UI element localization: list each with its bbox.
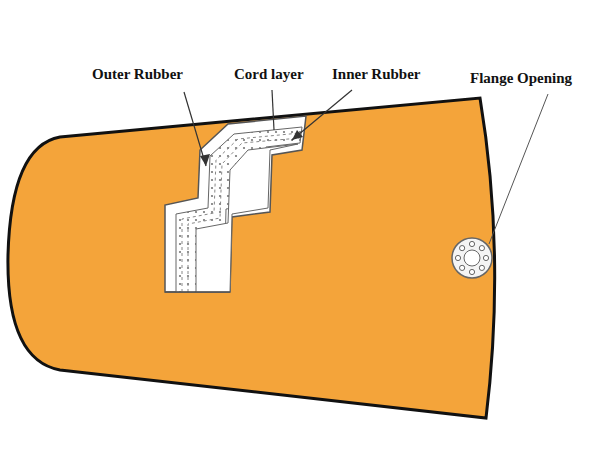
bolt-hole [460, 265, 465, 270]
cord-line [188, 138, 300, 292]
outer-rubber-layer [165, 116, 306, 292]
leader-line [184, 92, 206, 166]
leader-arrow [200, 154, 210, 166]
bolt-hole [479, 246, 484, 251]
cord-line [182, 133, 300, 292]
leader-arrow [292, 130, 303, 140]
bolt-hole [469, 241, 474, 246]
flange-opening [452, 238, 492, 278]
bolt-hole [483, 255, 488, 260]
bolt-hole [455, 255, 460, 260]
part-label: Outer Rubber [92, 66, 183, 83]
flange-bolts [455, 241, 488, 274]
part-label: Flange Opening [470, 70, 572, 87]
leader-line [489, 94, 548, 244]
fender-body [8, 98, 495, 418]
inner-rubber-layer [196, 144, 298, 292]
leader-line [272, 90, 274, 130]
flange-bore [464, 250, 480, 266]
cut-edge [165, 291, 230, 293]
part-label: Inner Rubber [332, 66, 421, 83]
leader-line [292, 90, 352, 140]
bolt-hole [460, 246, 465, 251]
cord-layer [176, 127, 302, 292]
bolt-hole [479, 265, 484, 270]
bolt-hole [469, 269, 474, 274]
part-label: Cord layer [234, 66, 304, 83]
